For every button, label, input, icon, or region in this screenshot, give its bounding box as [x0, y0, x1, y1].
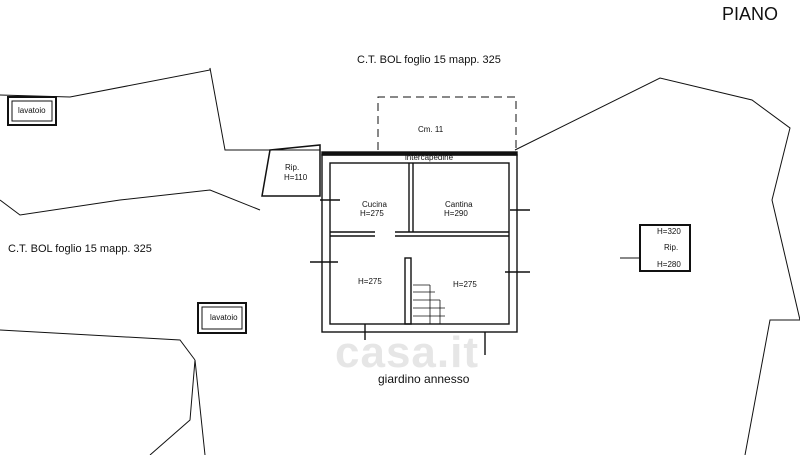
giardino-label: giardino annesso — [378, 372, 470, 386]
site-boundary — [0, 67, 320, 151]
rip-left-height: H=110 — [284, 173, 308, 182]
cucina-label: Cucina — [362, 200, 387, 209]
rip-left-label: Rip. — [285, 163, 300, 172]
room-se-height: H=275 — [453, 280, 477, 289]
lavatoio-top — [7, 96, 57, 126]
watermark: casa.it — [335, 328, 479, 377]
cantina-height: H=290 — [444, 209, 468, 218]
rip-right-box — [639, 224, 691, 272]
intercapedine-label: intercapedine — [405, 153, 454, 162]
cm-outline — [377, 96, 517, 150]
house-walls — [310, 151, 530, 355]
rip-left-box — [261, 144, 321, 197]
lavatoio-top-label: lavatoio — [18, 106, 46, 115]
site-boundary-right — [514, 77, 800, 455]
room-sw-height: H=275 — [358, 277, 382, 286]
cantina-label: Cantina — [445, 200, 473, 209]
rip-right-height-bottom: H=280 — [657, 260, 681, 269]
plan-title: PIANO — [722, 4, 779, 24]
rip-right-label: Rip. — [664, 243, 679, 252]
lavatoio-bottom-label: lavatoio — [210, 313, 238, 322]
cadastral-label-top: C.T. BOL foglio 15 mapp. 325 — [357, 54, 501, 66]
rip-right-height-top: H=320 — [657, 227, 681, 236]
cucina-height: H=275 — [360, 209, 384, 218]
cadastral-label-left: C.T. BOL foglio 15 mapp. 325 — [8, 243, 152, 255]
site-boundary-bottom — [0, 329, 196, 361]
cm-label: Cm. 11 — [418, 125, 444, 134]
lavatoio-bottom — [197, 302, 247, 334]
